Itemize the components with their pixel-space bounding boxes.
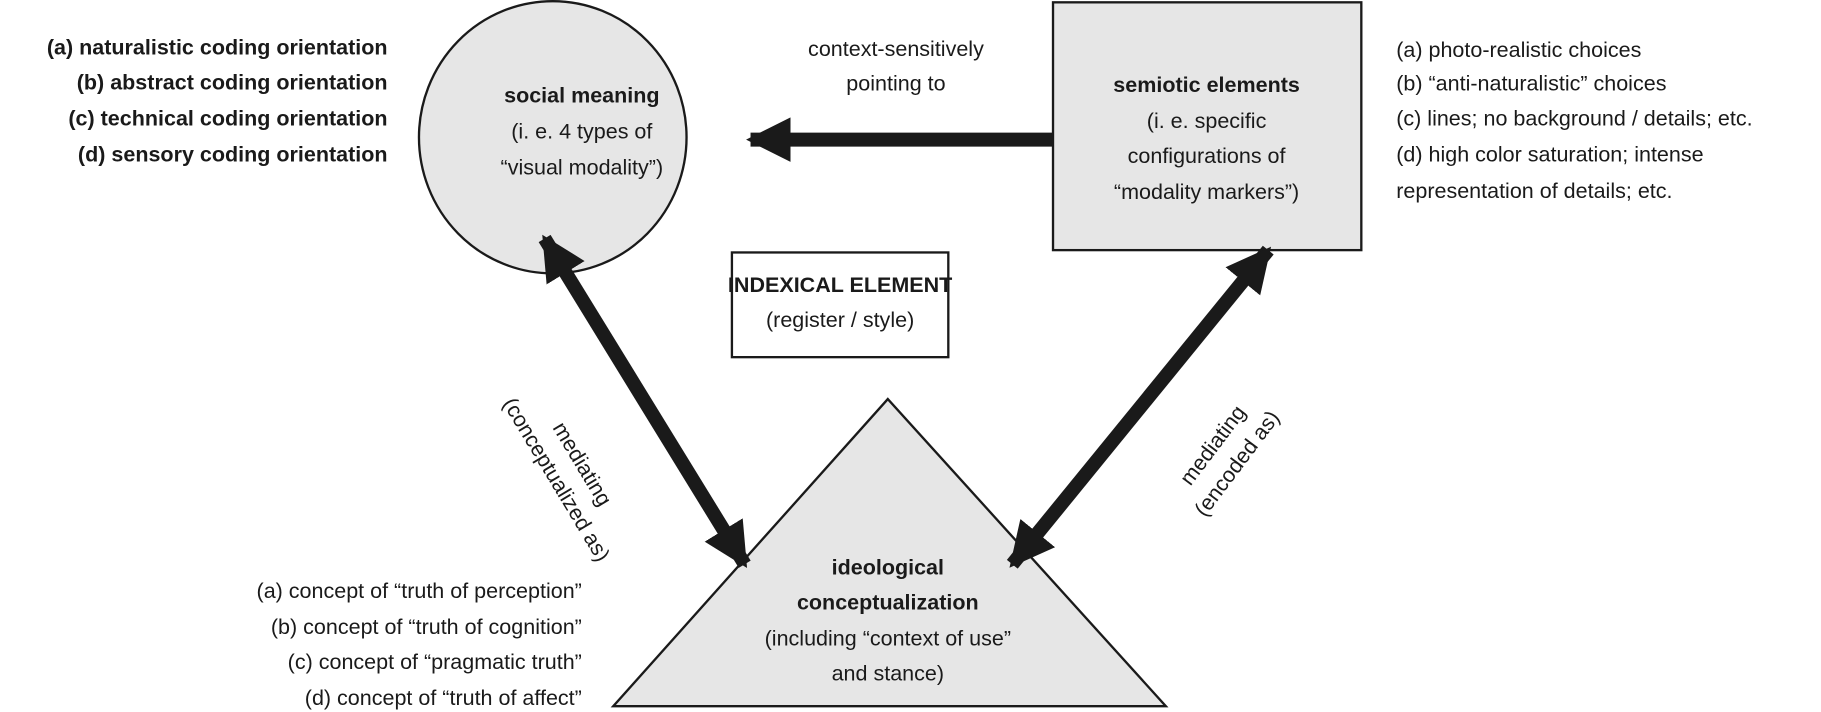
coding-orientation-item: (b) abstract coding orientation [77, 71, 388, 95]
modality-marker-item: (c) lines; no background / details; etc. [1396, 107, 1752, 131]
indexical-element-box [730, 251, 950, 359]
modality-marker-item: (d) high color saturation; intense [1396, 143, 1703, 167]
semiotic-elements-title: semiotic elements [1113, 73, 1300, 97]
coding-orientation-item: (c) technical coding orientation [68, 107, 387, 131]
modality-marker-item: (b) “anti-naturalistic” choices [1396, 72, 1666, 96]
modality-marker-item: (a) photo-realistic choices [1396, 38, 1641, 62]
truth-concept-item: (a) concept of “truth of perception” [257, 579, 582, 603]
semiotic-elements-line: “modality markers”) [1114, 180, 1299, 204]
coding-orientation-item: (d) sensory coding orientation [78, 143, 388, 167]
ideological-line: and stance) [832, 662, 944, 686]
top-arrow-label: context-sensitively [808, 37, 984, 61]
indexical-element-subtitle: (register / style) [766, 308, 914, 332]
semiotic-elements-box [1051, 1, 1363, 252]
modality-marker-item: representation of details; etc. [1396, 179, 1672, 203]
right-double-arrow [1006, 245, 1274, 569]
left-double-arrow [538, 234, 751, 569]
coding-orientation-item: (a) naturalistic coding orientation [47, 36, 388, 60]
ideological-line: (including “context of use” [765, 627, 1011, 651]
social-meaning-line: “visual modality”) [501, 156, 664, 180]
semiotic-elements-line: (i. e. specific [1147, 109, 1267, 133]
top-arrow-label: pointing to [846, 72, 945, 96]
truth-concept-item: (c) concept of “pragmatic truth” [288, 650, 582, 674]
ideological-conceptualization-triangle [610, 397, 1169, 708]
ideological-title-line: conceptualization [797, 591, 979, 615]
truth-concept-item: (b) concept of “truth of cognition” [271, 615, 582, 639]
ideological-title-line: ideological [832, 556, 944, 580]
indexical-element-title: INDEXICAL ELEMENT [728, 273, 952, 297]
truth-concept-item: (d) concept of “truth of affect” [305, 686, 582, 710]
social-meaning-title: social meaning [504, 83, 659, 107]
social-meaning-line: (i. e. 4 types of [511, 119, 653, 143]
semiotic-elements-line: configurations of [1128, 144, 1287, 168]
